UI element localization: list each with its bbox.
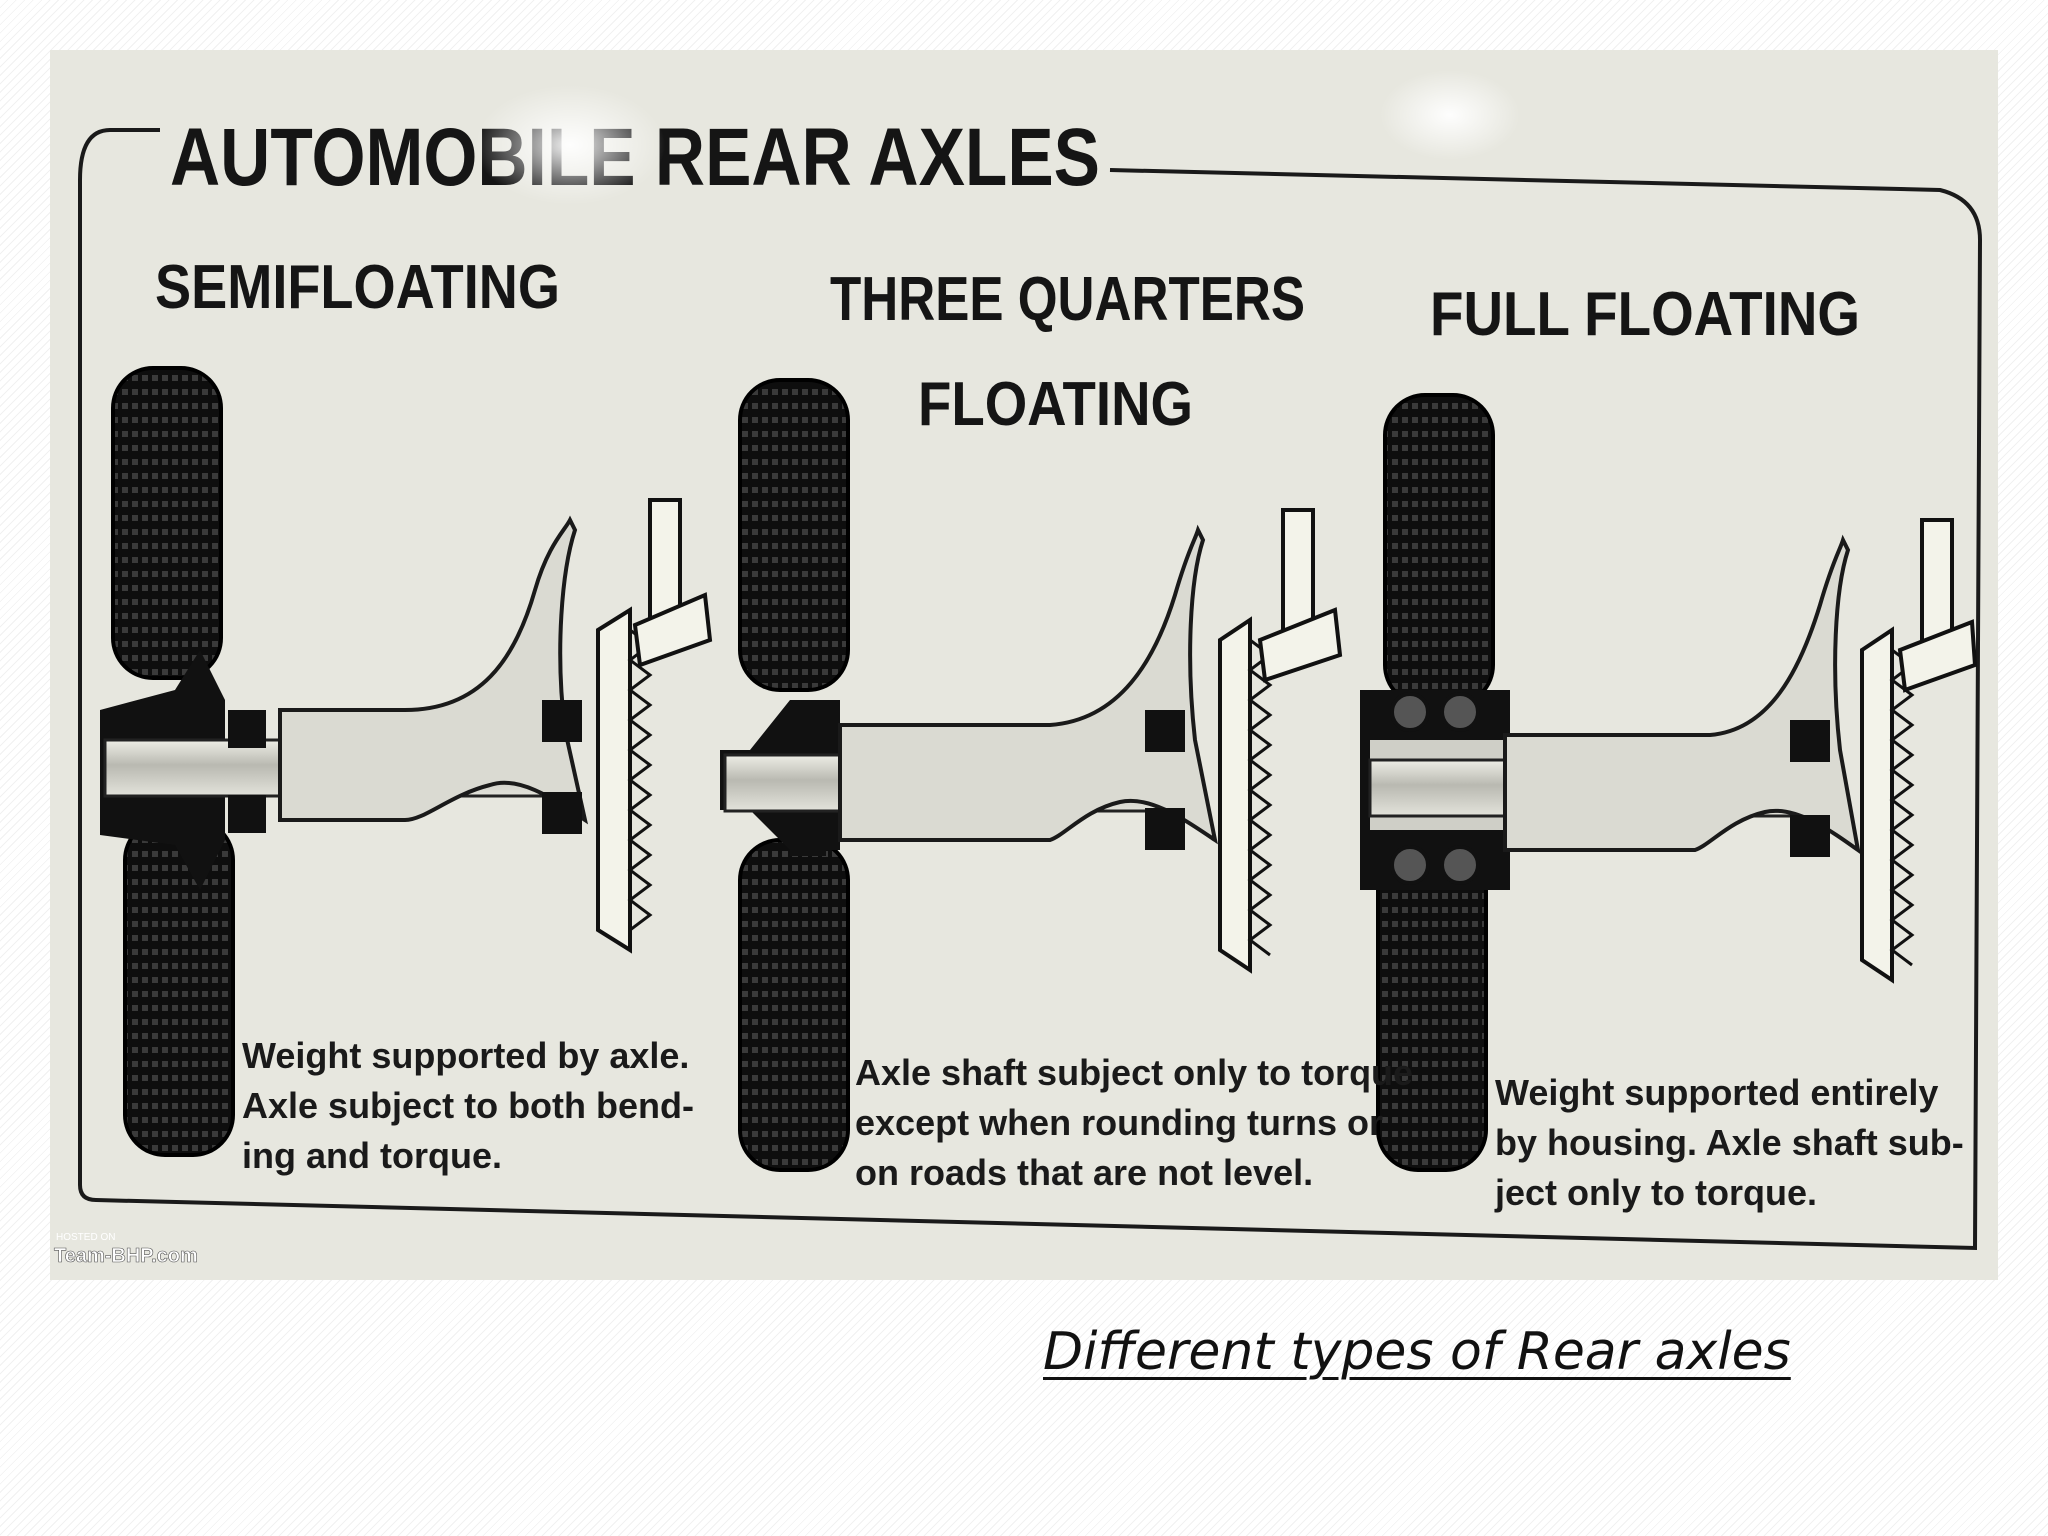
bearing-icon bbox=[790, 820, 826, 856]
ring-gear-teeth bbox=[1247, 638, 1273, 957]
note-line: Weight supported entirely bbox=[1495, 1072, 1938, 1113]
bearing-icon bbox=[1440, 692, 1480, 732]
ring-gear-icon bbox=[1218, 616, 1252, 974]
pinion-gear-icon bbox=[632, 592, 713, 668]
full-floating-axle-diagram bbox=[1360, 393, 1978, 1172]
three-quarters-floating-axle-diagram bbox=[720, 378, 1343, 1172]
heading-three-quarters: THREE QUARTERS bbox=[830, 265, 1305, 334]
bearing-icon bbox=[1790, 815, 1830, 857]
poster-frame bbox=[78, 128, 1983, 1251]
bearing-icon bbox=[228, 795, 266, 833]
tire-upper-icon bbox=[1383, 393, 1495, 707]
tire-lower-icon bbox=[123, 818, 235, 1157]
semifloating-note: Weight supported by axle. Axle subject t… bbox=[242, 1035, 704, 1176]
axle-housing-icon bbox=[838, 524, 1218, 845]
bearing-icon bbox=[542, 792, 582, 834]
pinion-gear-icon bbox=[1257, 607, 1343, 683]
note-line: except when rounding turns or bbox=[855, 1102, 1383, 1143]
full-floating-note: Weight supported entirely by housing. Ax… bbox=[1494, 1072, 1974, 1213]
slide-caption: Different types of Rear axles bbox=[1043, 1322, 1791, 1382]
pinion-gear-icon bbox=[1897, 619, 1978, 693]
ring-gear-teeth bbox=[1889, 648, 1915, 967]
axle-housing-icon bbox=[278, 515, 589, 825]
tire-upper-icon bbox=[738, 378, 850, 692]
bearing-icon bbox=[1145, 710, 1185, 752]
bearing-icon bbox=[1390, 692, 1430, 732]
note-line: ject only to torque. bbox=[1494, 1172, 1817, 1213]
bearing-icon bbox=[1145, 808, 1185, 850]
watermark-team-bhp: Team-BHP.com bbox=[54, 1245, 198, 1267]
drive-pinion-shaft-icon bbox=[1281, 508, 1315, 647]
tire-lower-icon bbox=[738, 838, 850, 1172]
note-line: on roads that are not level. bbox=[855, 1152, 1313, 1193]
tire-upper-icon bbox=[111, 366, 223, 680]
three-quarters-note: Axle shaft subject only to torque except… bbox=[855, 1052, 1423, 1193]
heading-semifloating: SEMIFLOATING bbox=[155, 253, 560, 322]
bearing-icon bbox=[1440, 845, 1480, 885]
poster-background bbox=[50, 50, 1998, 1280]
rear-axles-poster-photo: AUTOMOBILE REAR AXLES SEMIFLOATING THREE… bbox=[50, 50, 1998, 1280]
ring-gear-icon bbox=[1860, 626, 1894, 984]
photo-glare bbox=[475, 85, 665, 205]
ring-gear-teeth bbox=[627, 628, 653, 932]
ring-gear-icon bbox=[596, 606, 632, 954]
bearing-icon bbox=[1390, 845, 1430, 885]
tire-lower-icon bbox=[1376, 848, 1488, 1172]
semifloating-axle-diagram bbox=[100, 366, 713, 1157]
note-line: by housing. Axle shaft sub- bbox=[1495, 1122, 1964, 1163]
bearing-icon bbox=[542, 700, 582, 742]
watermark-hosted-on: HOSTED ON bbox=[56, 1232, 115, 1243]
note-line: ing and torque. bbox=[242, 1135, 502, 1176]
heading-full-floating: FULL FLOATING bbox=[1430, 280, 1860, 349]
note-line: Axle subject to both bend- bbox=[242, 1085, 694, 1126]
bearing-icon bbox=[228, 710, 266, 748]
note-line: Weight supported by axle. bbox=[242, 1035, 689, 1076]
heading-floating: FLOATING bbox=[918, 370, 1193, 439]
bearing-icon bbox=[1790, 720, 1830, 762]
note-line: Axle shaft subject only to torque bbox=[855, 1052, 1413, 1093]
photo-glare bbox=[1380, 70, 1520, 160]
bearing-icon bbox=[790, 710, 826, 746]
axle-housing-icon bbox=[1503, 534, 1861, 855]
